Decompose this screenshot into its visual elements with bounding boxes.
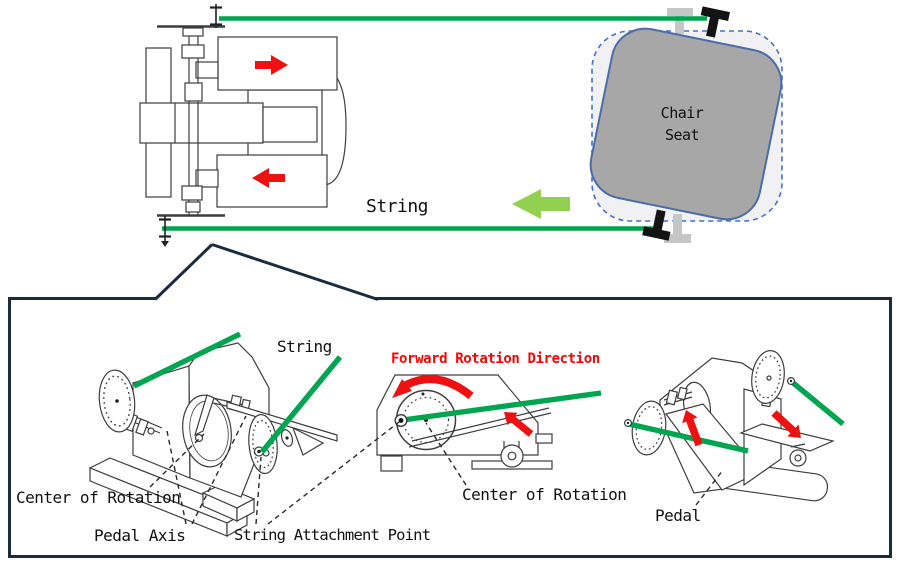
leader-pedal-axis-a	[166, 430, 187, 525]
plate-support	[291, 426, 325, 456]
pedal-plate	[226, 401, 338, 442]
pedal-machine-isometric-left	[88, 342, 338, 538]
string-middle-machine	[402, 390, 602, 423]
pedal-machine-isometric-right	[631, 350, 835, 502]
red-arrow-down-right-icon	[771, 410, 801, 438]
connector	[195, 169, 219, 188]
callout-wedge	[155, 244, 378, 301]
center-of-rotation-label-middle: Center of Rotation	[462, 485, 627, 504]
string-right-machine-2	[790, 379, 845, 427]
red-arrow-left-icon	[252, 168, 285, 188]
pedal-label: Pedal	[655, 506, 701, 525]
forward-rotation-direction-label: Forward Rotation Direction	[391, 351, 600, 367]
pedal-plate-right	[739, 423, 835, 452]
rotation-arc-arrowhead-icon	[392, 379, 412, 398]
leader-center-of-rotation-left	[149, 433, 205, 488]
string-left-machine-1	[132, 331, 242, 389]
leader-pedal-axis-b	[191, 415, 247, 525]
rotation-direction-arc	[404, 375, 474, 400]
connector	[195, 61, 219, 79]
string-right-machine-1	[628, 421, 749, 454]
leader-lines	[149, 415, 724, 525]
side-bracket	[535, 433, 553, 444]
red-arrow-up-left-icon	[504, 412, 534, 437]
leader-pedal	[695, 469, 724, 506]
seat-handle-bottom	[642, 209, 671, 241]
red-arrow-right-icon	[255, 55, 288, 75]
string-label-top-view: String	[366, 196, 429, 217]
attachment-hub	[394, 414, 408, 428]
string-attachment-point-label: String Attachment Point	[234, 526, 431, 544]
leader-string-attachment-a	[255, 456, 262, 525]
crank-disc-small	[248, 413, 278, 475]
pedal-machine-top-view	[139, 25, 347, 217]
string-bolts	[623, 377, 795, 428]
chair-seat	[589, 27, 783, 221]
seat-handle-top	[700, 6, 730, 38]
pedal-axis-label: Pedal Axis	[94, 526, 186, 545]
string-left-machine-2	[259, 355, 343, 454]
chair-seat-group	[162, 6, 783, 243]
leader-string-attachment-b	[267, 421, 400, 525]
string-anchor-bolts	[159, 4, 222, 247]
green-arrow-left-icon	[512, 189, 570, 219]
string-label-panel: String	[277, 337, 332, 356]
chair-seat-label: Chair Seat	[636, 102, 728, 146]
foot	[380, 455, 403, 472]
red-arrow-up-icon	[682, 410, 703, 447]
ghost-handles	[664, 8, 693, 243]
callout-wedge-lines	[153, 243, 379, 301]
chair-seat-label-line2: Seat	[664, 126, 700, 144]
pedal-bar	[408, 412, 552, 448]
machine-body	[139, 102, 264, 144]
chair-seat-label-line1: Chair	[660, 104, 704, 122]
center-of-rotation-label-left: Center of Rotation	[16, 488, 181, 507]
machine-body-right	[262, 106, 318, 143]
leader-center-of-rotation-middle	[425, 422, 467, 486]
